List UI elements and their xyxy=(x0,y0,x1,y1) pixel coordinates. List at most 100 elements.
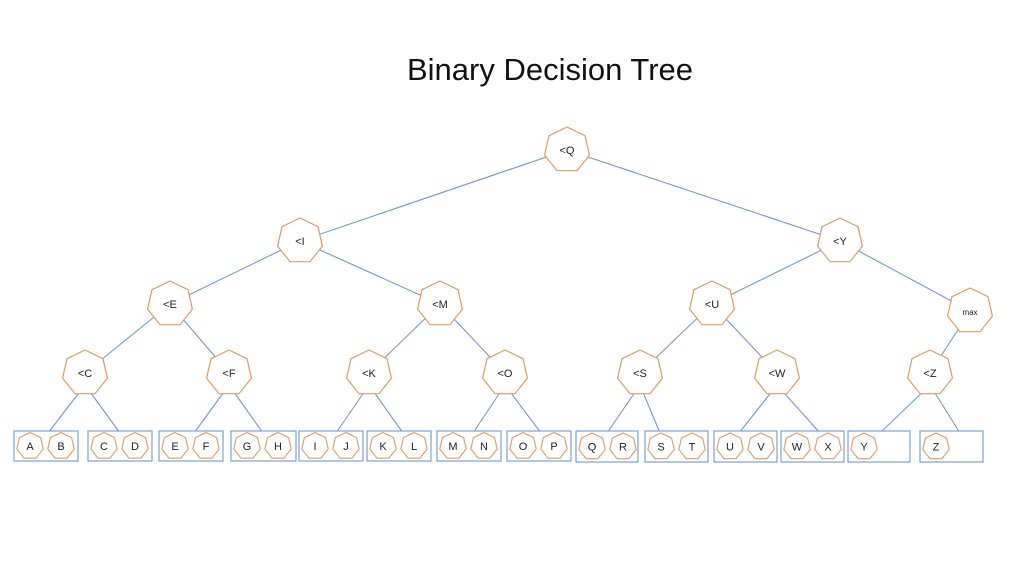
leaf-heptagon xyxy=(747,432,775,460)
decision-node-i: <I xyxy=(276,217,324,263)
leaf-heptagon xyxy=(264,431,292,459)
decision-node-label: <E xyxy=(163,299,177,311)
leaf-heptagon xyxy=(400,431,428,459)
decision-node-o: <O xyxy=(481,349,529,395)
leaf-heptagon xyxy=(301,431,329,459)
decision-node-f: <F xyxy=(205,349,253,395)
decision-node-e: <E xyxy=(146,280,194,326)
decision-node-label: <Z xyxy=(923,368,936,380)
leaf-label: U xyxy=(726,442,734,454)
diagram-title: Binary Decision Tree xyxy=(406,52,693,87)
leaf-heptagon xyxy=(470,431,498,459)
decision-node-label: <S xyxy=(633,368,647,380)
leaf-label: P xyxy=(550,441,557,453)
tree-edge xyxy=(839,240,971,312)
heptagon-shape xyxy=(906,349,954,395)
heptagon-shape xyxy=(146,280,194,326)
leaf-heptagon xyxy=(439,431,467,459)
heptagon-shape xyxy=(481,349,529,395)
decision-node-label: max xyxy=(962,308,977,317)
leaf-heptagon xyxy=(90,431,118,459)
leaf-label: D xyxy=(131,441,139,453)
decision-node-c: <C xyxy=(61,349,109,395)
leaf-heptagon xyxy=(814,432,842,460)
decision-node-label: <M xyxy=(432,299,448,311)
leaf-heptagon xyxy=(509,431,537,459)
leaf-label: A xyxy=(26,441,34,453)
leaf-box: Z xyxy=(919,430,984,463)
heptagon-shape xyxy=(688,280,736,326)
decision-node-max: max xyxy=(946,287,994,333)
tree-edge xyxy=(566,149,841,242)
leaf-heptagon xyxy=(369,431,397,459)
heptagon-shape xyxy=(61,349,109,395)
leaf-label: G xyxy=(243,441,252,453)
leaf-label: O xyxy=(519,441,528,453)
leaf-label: S xyxy=(657,442,664,454)
decision-node-m: <M xyxy=(416,280,464,326)
leaf-heptagon xyxy=(540,431,568,459)
leaf-heptagon xyxy=(647,432,675,460)
leaf-label: F xyxy=(203,441,210,453)
decision-node-root: <Q xyxy=(543,126,591,172)
leaf-heptagon xyxy=(850,432,878,460)
heptagon-shape xyxy=(543,126,591,172)
leaf-label: R xyxy=(619,442,627,454)
tree-edge xyxy=(299,149,568,242)
heptagon-shape xyxy=(616,349,664,395)
leaf-label: T xyxy=(689,442,696,454)
leaf-heptagon xyxy=(47,431,75,459)
leaf-label: X xyxy=(824,442,832,454)
decision-node-u: <U xyxy=(688,280,736,326)
leaf-label: Y xyxy=(860,442,868,454)
leaf-heptagon xyxy=(332,431,360,459)
leaf-label: L xyxy=(411,441,417,453)
leaf-label: W xyxy=(792,442,803,454)
leaf-label: K xyxy=(379,441,387,453)
decision-node-w: <W xyxy=(753,349,801,395)
leaf-label: H xyxy=(274,441,282,453)
leaf-heptagon xyxy=(716,432,744,460)
leaf-box: Y xyxy=(847,430,911,463)
leaf-label: M xyxy=(448,441,457,453)
leaf-heptagon xyxy=(609,432,637,460)
heptagon-shape xyxy=(416,280,464,326)
heptagon-shape xyxy=(816,217,864,263)
leaf-heptagon xyxy=(121,431,149,459)
decision-node-label: <Y xyxy=(833,236,847,248)
decision-node-label: <Q xyxy=(560,145,575,157)
heptagon-shape xyxy=(946,287,994,333)
leaf-label: B xyxy=(57,441,64,453)
tree-edge xyxy=(169,240,301,305)
leaf-heptagon xyxy=(922,432,950,460)
heptagon-shape xyxy=(205,349,253,395)
leaf-label: Q xyxy=(588,442,597,454)
leaf-label: I xyxy=(313,441,316,453)
heptagon-shape xyxy=(753,349,801,395)
decision-node-y: <Y xyxy=(816,217,864,263)
decision-node-label: <C xyxy=(78,368,92,380)
heptagon-shape xyxy=(345,349,393,395)
decision-node-label: <W xyxy=(769,368,786,380)
decision-node-s: <S xyxy=(616,349,664,395)
leaf-label: Z xyxy=(933,442,940,454)
decision-node-label: <O xyxy=(498,368,513,380)
decision-node-label: <I xyxy=(295,236,304,248)
leaf-label: J xyxy=(343,441,349,453)
leaf-label: V xyxy=(757,442,765,454)
decision-node-z: <Z xyxy=(906,349,954,395)
